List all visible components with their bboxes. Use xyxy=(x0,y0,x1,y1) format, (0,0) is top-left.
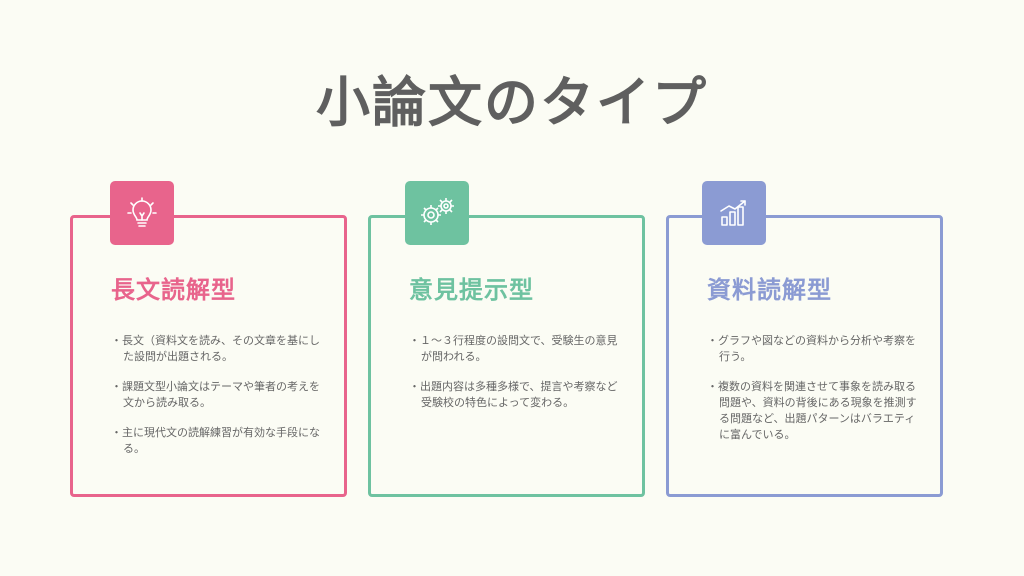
card-long-reading: 長文読解型 長文（資料文を読み、その文章を基にした設問が出題される。 課題文型小… xyxy=(70,215,347,497)
lightbulb-icon xyxy=(110,181,174,245)
card-point: 出題内容は多種多様で、提言や考察など受験校の特色によって変わる。 xyxy=(409,379,624,411)
card-point-list: １〜３行程度の設問文で、受験生の意見が問われる。 出題内容は多種多様で、提言や考… xyxy=(409,333,624,425)
card-point: 課題文型小論文はテーマや筆者の考えを文から読み取る。 xyxy=(111,379,326,411)
card-heading: 意見提示型 xyxy=(409,276,534,304)
card-heading: 資料読解型 xyxy=(707,276,832,304)
card-heading: 長文読解型 xyxy=(111,276,236,304)
card-point-list: グラフや図などの資料から分析や考察を行う。 複数の資料を関連させて事象を読み取る… xyxy=(707,333,922,457)
card-point: 複数の資料を関連させて事象を読み取る問題や、資料の背後にある現象を推測する問題な… xyxy=(707,379,922,443)
card-point: 主に現代文の読解練習が有効な手段になる。 xyxy=(111,425,326,457)
card-data-reading: 資料読解型 グラフや図などの資料から分析や考察を行う。 複数の資料を関連させて事… xyxy=(666,215,943,497)
card-point-list: 長文（資料文を読み、その文章を基にした設問が出題される。 課題文型小論文はテーマ… xyxy=(111,333,326,471)
bar-chart-icon xyxy=(702,181,766,245)
card-opinion: 意見提示型 １〜３行程度の設問文で、受験生の意見が問われる。 出題内容は多種多様… xyxy=(368,215,645,497)
page-title: 小論文のタイプ xyxy=(316,71,708,134)
card-point: １〜３行程度の設問文で、受験生の意見が問われる。 xyxy=(409,333,624,365)
card-point: グラフや図などの資料から分析や考察を行う。 xyxy=(707,333,922,365)
gears-icon xyxy=(405,181,469,245)
card-point: 長文（資料文を読み、その文章を基にした設問が出題される。 xyxy=(111,333,326,365)
